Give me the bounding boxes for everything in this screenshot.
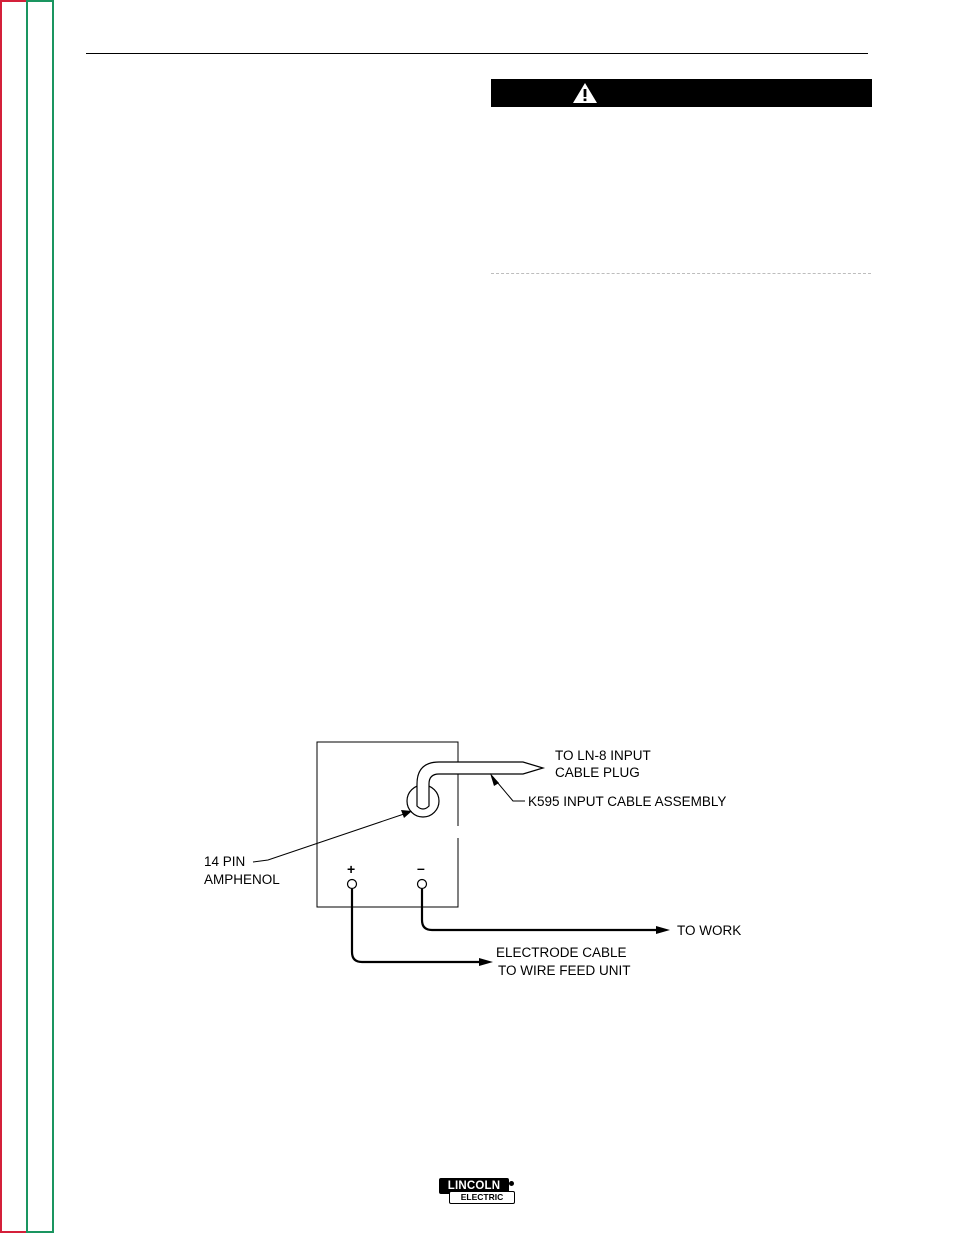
lincoln-electric-logo: LINCOLN ELECTRIC xyxy=(439,1178,517,1204)
electrode-label-line2: TO WIRE FEED UNIT xyxy=(498,963,631,978)
warning-icon xyxy=(573,83,597,103)
to-ln8-label-line2: CABLE PLUG xyxy=(555,765,640,780)
plus-symbol: + xyxy=(347,861,356,877)
header-rule xyxy=(86,53,868,54)
to-work-label: TO WORK xyxy=(677,923,742,938)
k595-label: K595 INPUT CABLE ASSEMBLY xyxy=(528,794,727,809)
amphenol-label-line2: AMPHENOL xyxy=(204,872,280,887)
machine-panel xyxy=(316,741,459,908)
registered-mark-icon xyxy=(509,1181,514,1186)
positive-terminal xyxy=(346,878,358,890)
left-border-green xyxy=(26,0,54,1233)
work-cable xyxy=(420,889,660,932)
amphenol-leader xyxy=(252,813,405,863)
electrode-label-line1: ELECTRODE CABLE xyxy=(496,945,627,960)
logo-electric: ELECTRIC xyxy=(449,1191,515,1204)
electrode-cable xyxy=(350,889,482,964)
input-cable xyxy=(416,761,546,810)
k595-leader xyxy=(491,775,525,802)
minus-symbol: – xyxy=(417,860,425,876)
negative-terminal xyxy=(416,878,428,890)
logo-lincoln: LINCOLN xyxy=(439,1178,509,1194)
left-border-red xyxy=(0,0,26,1233)
amphenol-label-line1: 14 PIN xyxy=(204,854,246,869)
warning-banner xyxy=(491,79,872,107)
to-ln8-label-line1: TO LN-8 INPUT xyxy=(555,748,651,763)
section-divider xyxy=(491,273,871,274)
